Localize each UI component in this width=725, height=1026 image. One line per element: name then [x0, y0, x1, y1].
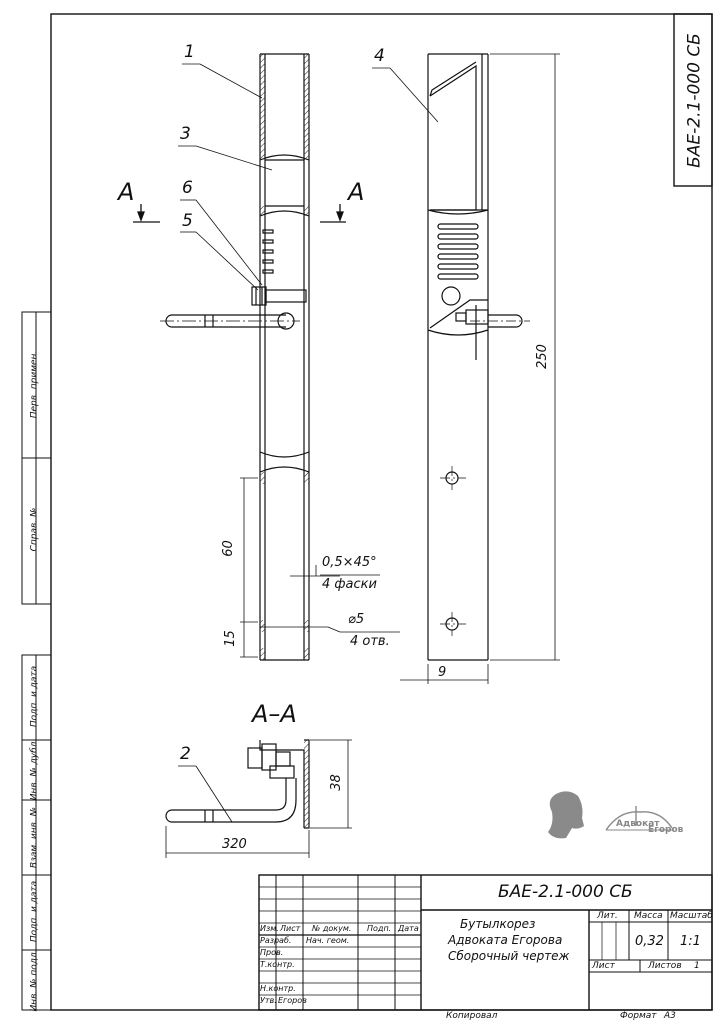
- code-box: [673, 13, 713, 187]
- front-view: [165, 53, 310, 661]
- designation: БАЕ-2.1-000 СБ: [498, 882, 633, 902]
- masshtab-value: 1:1: [680, 934, 701, 949]
- logo-text-top: Адвокат: [616, 819, 660, 829]
- section-letter-right: А: [348, 178, 365, 206]
- format-label: Формат: [620, 1011, 657, 1021]
- callout-6: 6: [182, 178, 193, 198]
- name-line-1: Бутылкорез: [460, 917, 536, 931]
- list-label: Лист: [592, 961, 615, 971]
- callout-5: 5: [182, 211, 193, 231]
- dim-hole: ⌀5: [348, 612, 365, 627]
- razrab-name: Нач. геом.: [306, 936, 350, 945]
- dim-9: 9: [438, 665, 447, 680]
- logo-graphic: [548, 791, 674, 839]
- name-line-2: Адвоката Егорова: [448, 933, 563, 947]
- sheet-frame: [50, 13, 713, 1011]
- dim-chamfer: 0,5×45°: [322, 555, 377, 570]
- row-utv: Утв.: [260, 996, 277, 1005]
- dim-250: 250: [534, 344, 550, 369]
- col-list: Лист: [280, 924, 301, 933]
- logo-text-bottom: Егоров: [648, 825, 684, 835]
- callout-2: 2: [180, 744, 191, 764]
- lit-label: Лит.: [597, 911, 618, 921]
- dim-chamfer-note: 4 фаски: [322, 577, 377, 592]
- massa-label: Масса: [634, 911, 663, 921]
- title-block-frame: [258, 874, 713, 1011]
- callout-4: 4: [374, 46, 385, 66]
- dim-60: 60: [220, 540, 236, 557]
- col-data: Дата: [398, 924, 419, 933]
- dim-15: 15: [222, 630, 238, 647]
- perv-primen-label: Перв. примен.: [29, 350, 40, 419]
- dim-320: 320: [222, 837, 247, 852]
- left-margin-frame: [21, 311, 52, 1011]
- col-docum: № докум.: [312, 924, 352, 933]
- listov-label: Листов: [648, 961, 682, 971]
- name-line-3: Сборочный чертеж: [448, 949, 570, 963]
- row-tkontr: Т.контр.: [260, 960, 295, 969]
- side-view: [427, 53, 523, 661]
- dim-38: 38: [328, 774, 344, 791]
- doc-code-vertical: БАЕ-2.1-000 СБ: [684, 33, 705, 168]
- col-izm: Изм.: [260, 924, 279, 933]
- format-value: А3: [664, 1011, 676, 1021]
- callout-1: 1: [184, 42, 195, 62]
- row-razrab: Разраб.: [260, 936, 292, 945]
- utv-name: Егоров: [278, 996, 307, 1005]
- inv-podl-label: Инв. № подл.: [29, 949, 40, 1012]
- copied-label: Копировал: [446, 1011, 498, 1021]
- callout-3: 3: [180, 124, 191, 144]
- section-title: А–А: [252, 700, 297, 728]
- row-nkontr: Н.контр.: [260, 984, 296, 993]
- listov-value: 1: [694, 961, 700, 971]
- masshtab-label: Масштаб: [670, 911, 713, 921]
- massa-value: 0,32: [635, 934, 664, 949]
- section-letter-left: А: [118, 178, 135, 206]
- sprav-no-label: Справ. №: [29, 507, 40, 552]
- col-podp: Подп.: [367, 924, 392, 933]
- row-prov: Пров.: [260, 948, 284, 957]
- dim-hole-note: 4 отв.: [350, 634, 390, 649]
